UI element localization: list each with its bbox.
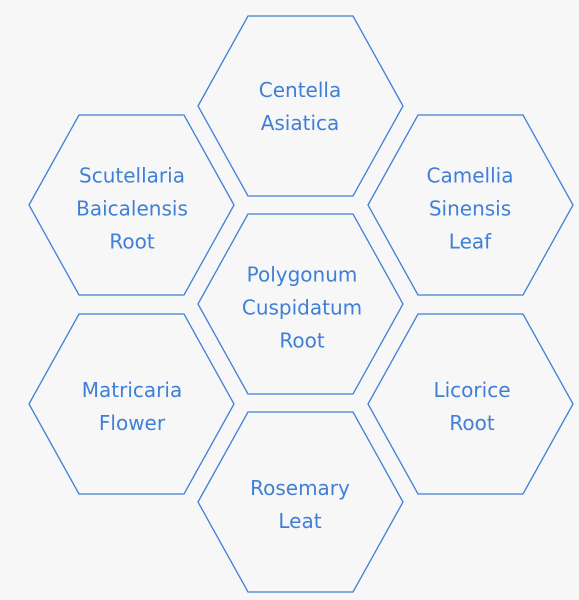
hexagon-polygonum xyxy=(197,213,404,395)
hexagon-label-polygonum: Polygonum Cuspidatum Root xyxy=(217,259,387,358)
label-line: Rosemary xyxy=(250,476,350,500)
hexagon-label-matricaria: Matricaria Flower xyxy=(47,374,217,440)
hexagon-licorice xyxy=(367,313,574,495)
hexagon-label-licorice: Licorice Root xyxy=(387,374,557,440)
hexagon-label-centella: Centella Asiatica xyxy=(215,74,385,140)
label-line: Leaf xyxy=(448,229,492,254)
hexagon-scutellaria xyxy=(28,114,235,296)
hexagon-matricaria xyxy=(28,313,235,495)
hexagon-rosemary xyxy=(197,411,404,593)
label-line: Asiatica xyxy=(260,111,340,135)
label-line: Matricaria xyxy=(81,378,183,402)
label-line: Baicalensis xyxy=(76,196,188,221)
hexagon-camellia xyxy=(367,114,574,296)
hexagon-label-camellia: Camellia Sinensis Leaf xyxy=(385,160,555,259)
label-line: Polygonum xyxy=(246,262,358,287)
label-line: Flower xyxy=(98,411,166,435)
label-line: Leat xyxy=(278,509,322,533)
hexagon-label-rosemary: Rosemary Leat xyxy=(215,472,385,538)
label-line: Root xyxy=(109,229,155,254)
label-line: Camellia xyxy=(426,163,514,188)
label-line: Licorice xyxy=(433,378,511,402)
label-line: Root xyxy=(279,328,325,353)
label-line: Centella xyxy=(258,78,342,102)
hexagon-label-scutellaria: Scutellaria Baicalensis Root xyxy=(47,160,217,259)
hexagon-centella xyxy=(197,15,404,197)
label-line: Cuspidatum xyxy=(241,295,363,320)
label-line: Scutellaria xyxy=(79,163,185,188)
label-line: Sinensis xyxy=(428,196,512,221)
label-line: Root xyxy=(449,411,495,435)
